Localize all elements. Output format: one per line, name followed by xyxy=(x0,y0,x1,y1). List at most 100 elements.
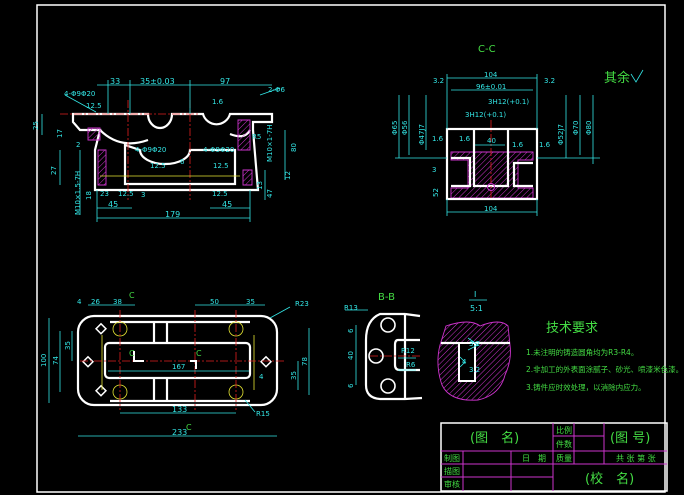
detail-view: I 5:1 3.2 4 3.2 xyxy=(437,290,511,401)
quantity-label: 件数 xyxy=(556,439,572,449)
front-view: 33 35±0.03 97 4-Φ9Φ20 12.5 1.6 2-Φ6 25 2… xyxy=(32,77,298,222)
dimension-text: 100 xyxy=(40,354,48,367)
dimension-text: 104 xyxy=(484,205,498,213)
surface-roughness-icon xyxy=(630,69,644,83)
dimension-text: 40 xyxy=(487,137,496,145)
section-mark: C xyxy=(196,349,202,358)
dimension-text: 12.5 xyxy=(213,162,229,170)
tech-req-item: 1.未注明的铸造圆角均为R3-R4。 xyxy=(526,347,638,357)
dimension-text: 45 xyxy=(222,200,232,209)
dimension-text: 3.2 xyxy=(433,77,444,85)
dimension-text: 1.6 xyxy=(459,135,471,143)
dimension-text: 35 xyxy=(64,341,72,350)
dimension-text: M10×1.5-7H xyxy=(74,171,82,215)
page-margin xyxy=(0,495,696,503)
dimension-text: 6 xyxy=(180,158,185,166)
dimension-text: 12 xyxy=(284,171,292,180)
tech-req-item: 3.铸件应时效处理，以消除内应力。 xyxy=(526,382,646,392)
dimension-text: 104 xyxy=(484,71,498,79)
rest-surface-note: 其余 xyxy=(604,70,630,86)
dimension-text: 1.6 xyxy=(539,141,551,149)
dimension-text: R5 xyxy=(252,133,261,141)
dimension-text: 3 xyxy=(141,191,145,199)
dimension-text: R6 xyxy=(406,361,416,369)
section-mark: C xyxy=(129,291,135,300)
dimension-text: 12.5 xyxy=(212,190,228,198)
dimension-text: 179 xyxy=(165,210,180,219)
detail-label: I xyxy=(474,290,476,299)
dimension-text: 2-Φ6 xyxy=(268,86,285,94)
dimension-text: R13 xyxy=(344,304,358,312)
section-mark: C xyxy=(186,423,192,432)
dimension-text: 12.5 xyxy=(150,162,166,170)
dimension-text: M10×1-7H xyxy=(266,124,274,162)
dimension-text: 6 xyxy=(347,328,355,333)
dimension-text: 4-Φ9Φ20 xyxy=(203,146,234,154)
drawing-frame xyxy=(36,4,666,493)
checked-by-label: 审核 xyxy=(444,479,460,489)
dimension-text: 133 xyxy=(172,405,187,414)
dimension-text: 50 xyxy=(210,298,219,306)
title-block: (图 名) 比例 件数 (图 号) 制图 日 期 质量 共 张 第 张 描图 审… xyxy=(440,422,668,492)
dimension-text: 78 xyxy=(301,357,309,366)
weight-label: 质量 xyxy=(556,453,572,463)
dimension-text: 3H12(+0.1) xyxy=(465,111,506,119)
page-margin xyxy=(684,0,696,503)
dimension-text: 4-Φ9Φ20 xyxy=(64,90,95,98)
dimension-text: Φ47J7 xyxy=(418,124,426,145)
tech-req-item: 2.非加工的外表面涂腻子、砂光、喷漆米色漆。 xyxy=(526,364,683,374)
dimension-text: 52 xyxy=(432,188,440,197)
dimension-text: 167 xyxy=(172,363,185,371)
dimension-text: 38 xyxy=(113,298,122,306)
dimension-text: 25 xyxy=(32,121,40,130)
dimension-text: 6 xyxy=(347,383,355,388)
dimension-text: 35 xyxy=(246,298,255,306)
dimension-text: 74 xyxy=(52,356,60,365)
detail-scale: 5:1 xyxy=(470,304,483,313)
dimension-text: 33 xyxy=(110,77,120,86)
top-view: 4 26 38 50 35 R23 100 74 35 167 78 35 4 … xyxy=(40,291,310,437)
dimension-text: R15 xyxy=(256,410,270,418)
technical-requirements: 技术要求 1.未注明的铸造圆角均为R3-R4。 2.非加工的外表面涂腻子、砂光、… xyxy=(526,321,683,392)
dimension-text: 1.6 xyxy=(512,141,524,149)
dimension-text: Φ56 xyxy=(401,120,409,135)
dimension-text: 17 xyxy=(56,129,64,138)
drawing-name: (图 名) xyxy=(470,430,519,446)
dimension-text: 12.5 xyxy=(86,102,102,110)
dimension-text: 1.6 xyxy=(432,135,444,143)
dimension-text: Φ70 xyxy=(572,121,580,135)
dimension-text: 4 xyxy=(259,373,264,381)
dimension-text: 1.6 xyxy=(212,98,224,106)
dimension-text: 4-Φ9Φ20 xyxy=(135,146,166,154)
dimension-text: Φ52J7 xyxy=(557,124,565,145)
dimension-text: 40 xyxy=(347,351,355,360)
dimension-text: R12 xyxy=(401,347,415,355)
dimension-text: 35±0.03 xyxy=(140,77,175,86)
dimension-text: 2 xyxy=(76,141,80,149)
dimension-text: Φ65 xyxy=(391,121,399,135)
view-title: B-B xyxy=(378,292,395,303)
sheet-label: 共 张 第 张 xyxy=(616,453,656,463)
dimension-text: 45 xyxy=(108,200,118,209)
dimension-text: 96±0.01 xyxy=(476,83,506,91)
section-b-b: B-B R13 6 40 6 R12 R6 xyxy=(344,292,423,401)
dimension-text: 4 xyxy=(77,298,82,306)
dimension-text: 47 xyxy=(266,189,274,198)
tech-req-title: 技术要求 xyxy=(546,321,598,336)
drawn-by-label: 制图 xyxy=(444,453,460,463)
dimension-text: 12.5 xyxy=(118,190,134,198)
dimension-text: 27 xyxy=(50,166,58,175)
dimension-text: 3 xyxy=(432,166,436,174)
dimension-text: 233 xyxy=(172,428,187,437)
dimension-text: 97 xyxy=(220,77,230,86)
view-title: C-C xyxy=(478,44,496,55)
drawing-number: (图 号) xyxy=(610,431,650,446)
dimension-text: 3.2 xyxy=(469,340,480,348)
dimension-text: 3.2 xyxy=(544,77,555,85)
dimension-text: Φ80 xyxy=(585,121,593,135)
dimension-text: 13 xyxy=(256,181,264,190)
dimension-text: 23 xyxy=(100,190,109,198)
section-c-c: C-C 104 96±0.01 3H12(+0.1) 3H12(+0.1) Φ6… xyxy=(391,44,600,216)
